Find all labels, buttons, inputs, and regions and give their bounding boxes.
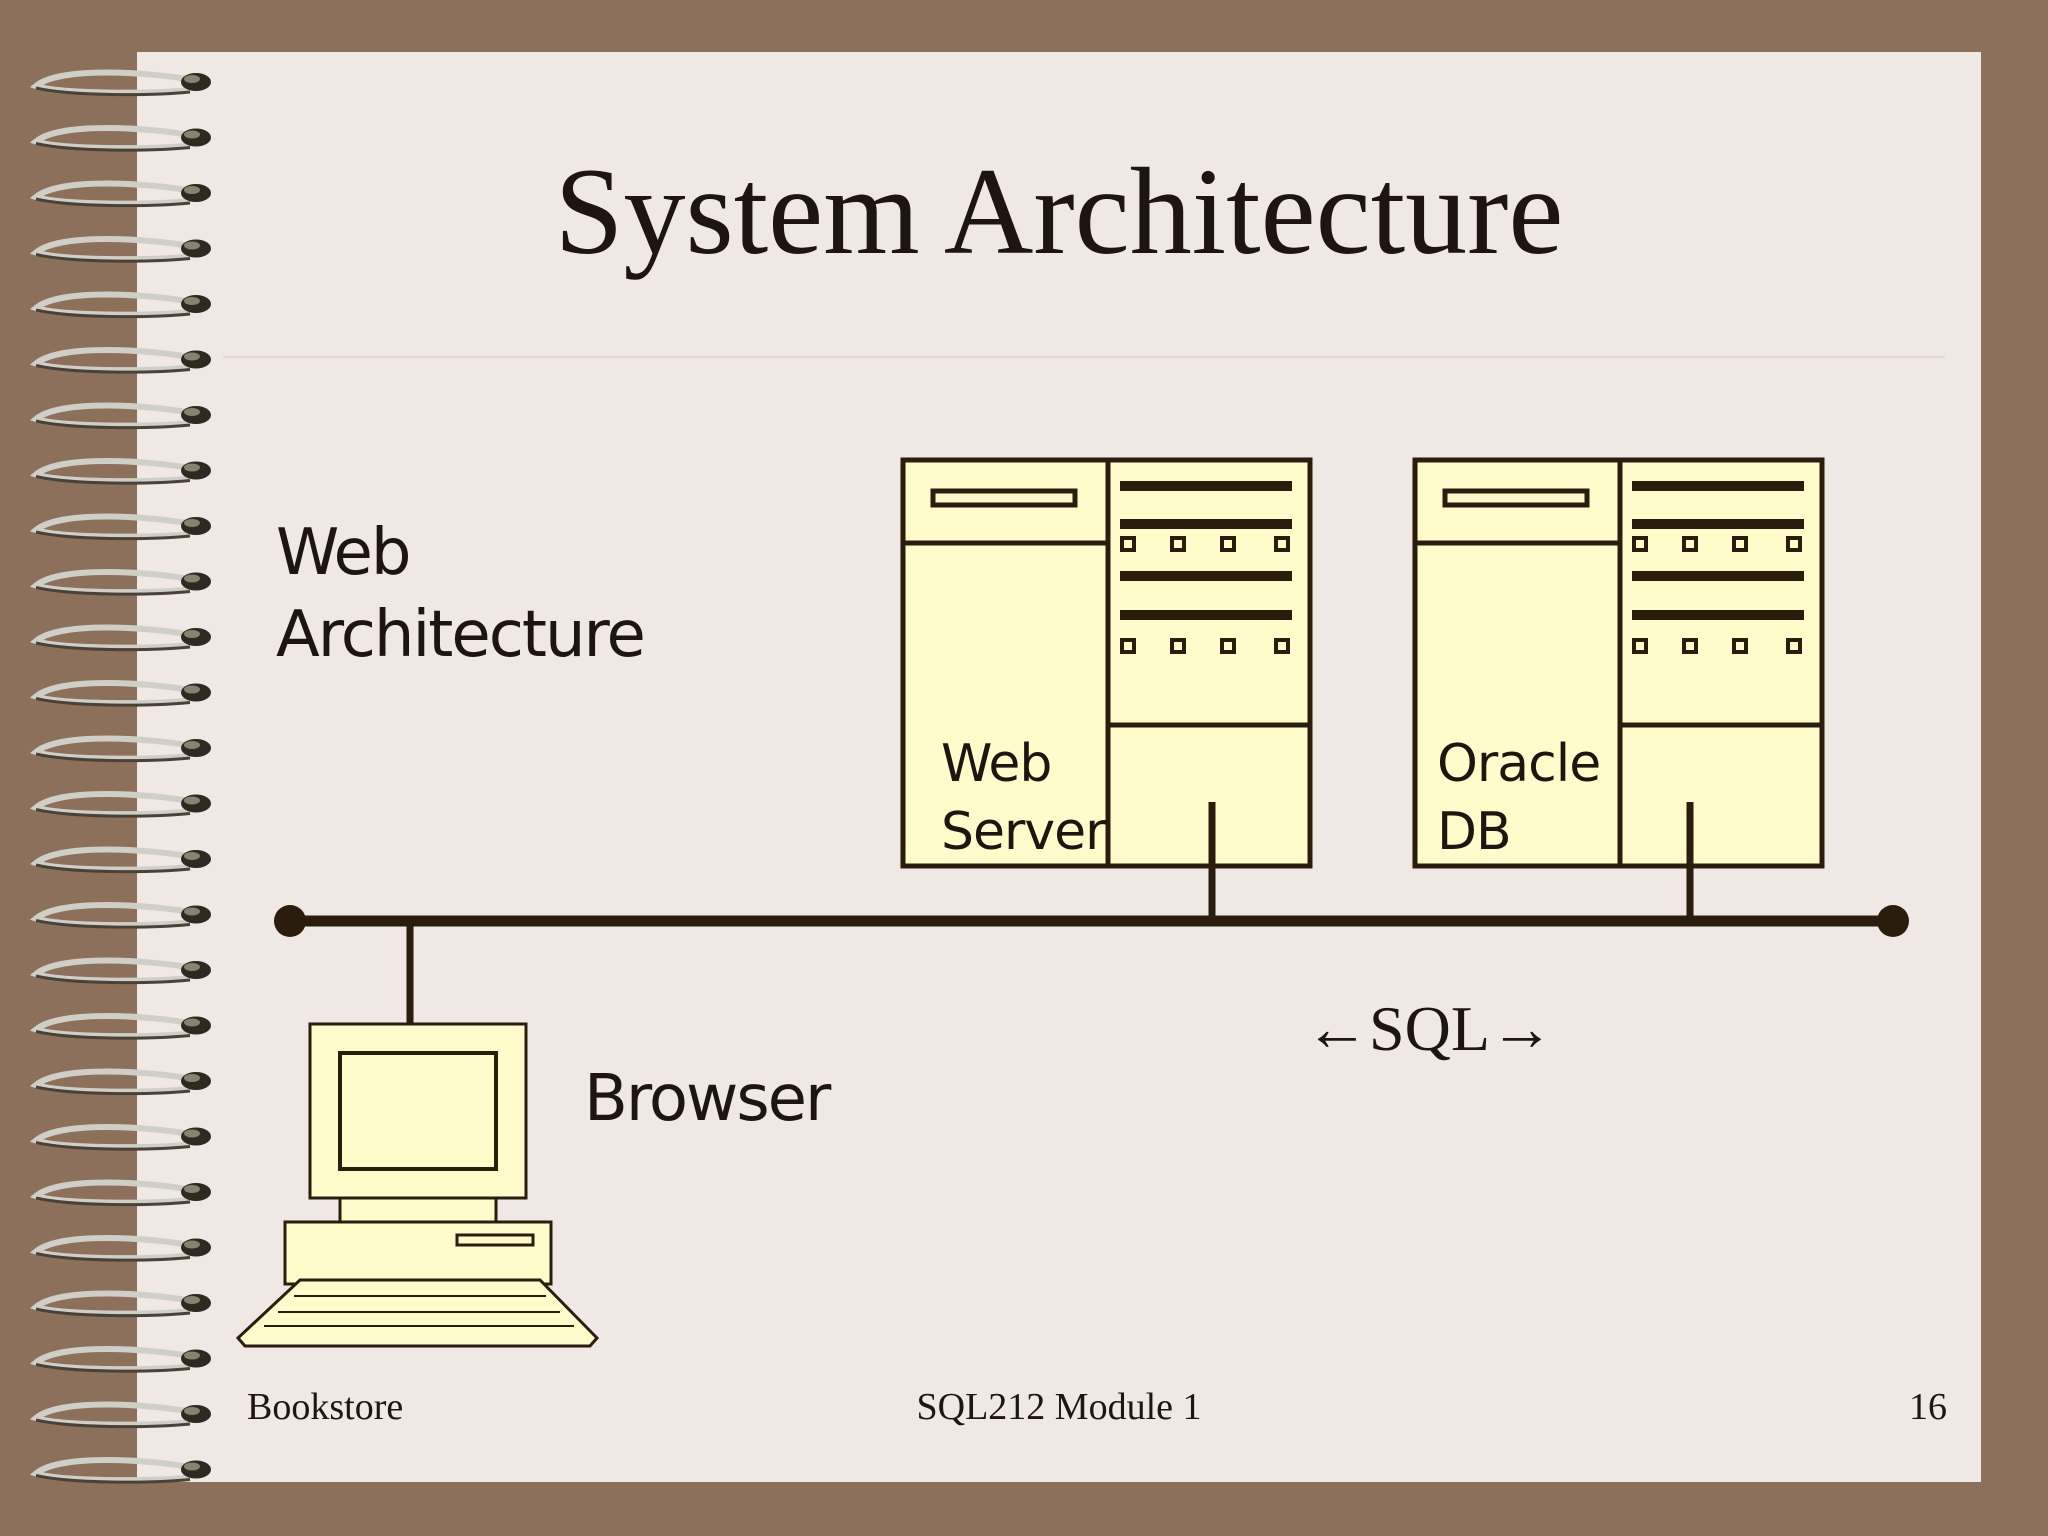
- binding-ring: [29, 1068, 211, 1096]
- slide-subtitle: Web Architecture: [276, 512, 646, 676]
- binding-ring: [29, 125, 211, 152]
- footer-left: Bookstore: [247, 1386, 404, 1428]
- binding-ring: [29, 624, 211, 652]
- binding-ring: [29, 180, 211, 208]
- binding-ring: [29, 902, 211, 929]
- network-bus: [274, 802, 1909, 1040]
- slide-title: System Architecture: [554, 143, 1564, 280]
- database-label-line-1: Oracle: [1437, 734, 1601, 794]
- title-divider: [223, 356, 1945, 358]
- binding-ring: [29, 680, 211, 707]
- subtitle-line-2: Architecture: [276, 598, 646, 672]
- browser-label: Browser: [584, 1062, 831, 1136]
- web-server-label: Web Server: [941, 730, 1107, 866]
- binding-ring: [29, 1401, 211, 1429]
- computer-icon: [235, 1022, 600, 1348]
- binding-ring: [29, 1457, 211, 1484]
- binding-ring: [29, 1124, 211, 1151]
- binding-ring: [29, 735, 211, 763]
- binding-ring: [29, 1013, 211, 1040]
- slide-number: 16: [1909, 1386, 1947, 1428]
- web-server-label-line-2: Server: [941, 802, 1107, 862]
- binding-ring: [29, 1235, 211, 1262]
- binding-ring: [29, 458, 211, 485]
- binding-ring: [29, 1290, 211, 1318]
- binding-ring: [29, 236, 211, 263]
- binding-ring: [29, 347, 211, 374]
- binding-ring: [29, 402, 211, 430]
- footer-center: SQL212 Module 1: [916, 1386, 1202, 1428]
- binding-ring: [29, 513, 211, 541]
- binding-ring: [29, 957, 211, 985]
- binding-ring: [29, 69, 211, 97]
- binding-ring: [29, 791, 211, 818]
- spiral-binding: [29, 69, 211, 1484]
- sql-label: ←SQL→: [1305, 993, 1554, 1064]
- web-server-label-line-1: Web: [941, 734, 1052, 794]
- database-server-icon: [1412, 457, 1825, 869]
- binding-ring: [29, 569, 211, 596]
- binding-ring: [29, 846, 211, 874]
- binding-ring: [29, 291, 211, 319]
- database-label: Oracle DB: [1437, 730, 1601, 866]
- database-label-line-2: DB: [1437, 802, 1512, 862]
- binding-ring: [29, 1346, 211, 1373]
- binding-ring: [29, 1179, 211, 1207]
- web-server-icon: [900, 457, 1313, 869]
- subtitle-line-1: Web: [276, 516, 412, 590]
